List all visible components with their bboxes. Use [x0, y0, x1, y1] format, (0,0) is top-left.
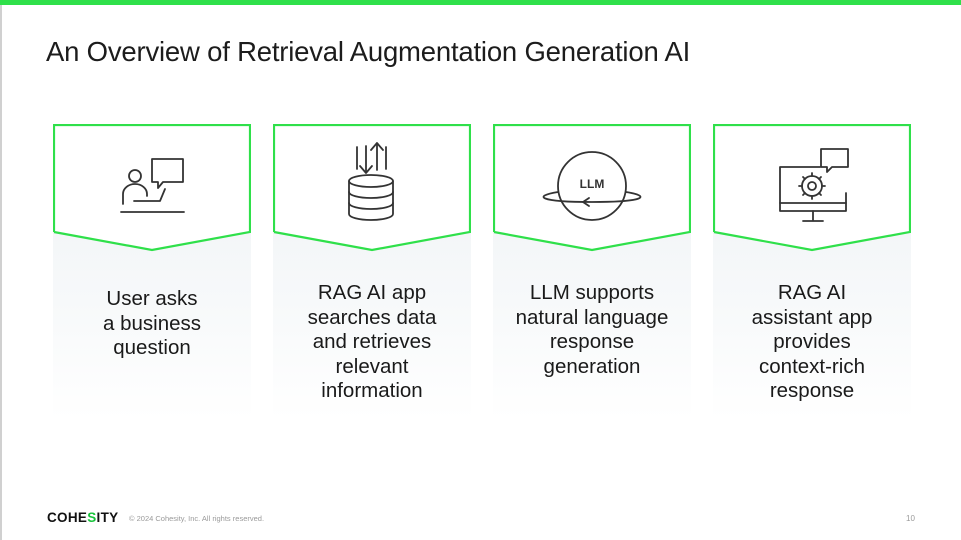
cohesity-logo: COHESITY: [47, 510, 119, 525]
card-chevron-frame: [713, 124, 911, 252]
monitor-gear-chat-icon: [779, 148, 849, 222]
slide-title: An Overview of Retrieval Augmentation Ge…: [46, 36, 691, 67]
llm-icon-label: LLM: [580, 177, 605, 191]
card-chevron-frame: [493, 124, 691, 252]
page-number: 10: [906, 514, 915, 523]
llm-orbit-icon: LLM: [542, 151, 642, 221]
top-accent-bar: [0, 0, 961, 5]
card-chevron-frame: [53, 124, 251, 252]
database-sync-icon: [348, 142, 394, 221]
copyright-notice: © 2024 Cohesity, Inc. All rights reserve…: [129, 514, 265, 523]
left-edge-rule: [0, 5, 2, 540]
user-question-icon: [120, 158, 185, 213]
